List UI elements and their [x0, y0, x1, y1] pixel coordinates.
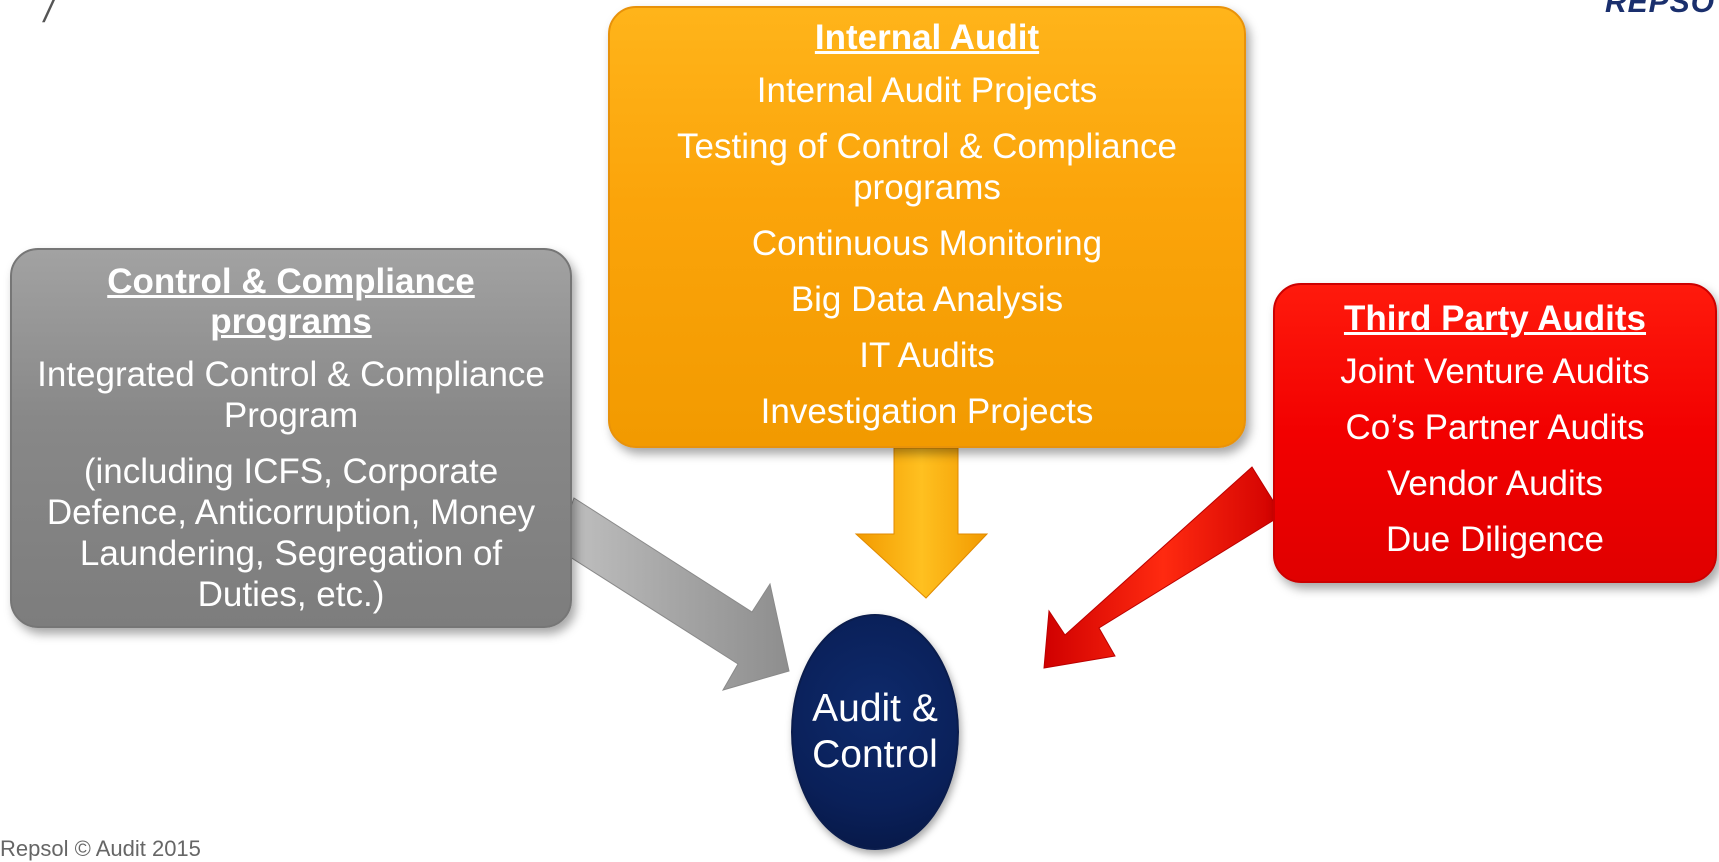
slide-slash-mark: / [44, 0, 54, 30]
third-party-item-joint-venture: Joint Venture Audits [1340, 352, 1650, 391]
internal-audit-title: Internal Audit [814, 18, 1040, 57]
repsol-logo: REPSO [1605, 0, 1716, 19]
internal-audit-item-testing: Testing of Control & Compliance programs [677, 127, 1177, 207]
internal-audit-item-monitoring: Continuous Monitoring [751, 224, 1103, 263]
grey-arrow [555, 497, 790, 691]
third-party-audits-box: Third Party Audits Joint Venture Audits … [1273, 283, 1717, 583]
footer-copyright: Repsol © Audit 2015 [0, 836, 201, 861]
internal-audit-item-it-audits: IT Audits [859, 336, 995, 375]
third-party-item-partner: Co’s Partner Audits [1345, 408, 1645, 447]
control-compliance-box: Control & Compliance programs Integrated… [10, 248, 572, 628]
control-item-including-note: (including ICFS, Corporate Defence, Anti… [46, 452, 536, 614]
audit-control-circle: Audit & Control [791, 614, 959, 850]
audit-control-label: Audit & Control [812, 687, 938, 776]
third-party-item-vendor: Vendor Audits [1387, 464, 1603, 503]
internal-audit-item-investigation: Investigation Projects [760, 392, 1094, 431]
control-item-integrated-program: Integrated Control & Compliance Program [37, 355, 545, 435]
red-arrow [1043, 466, 1283, 669]
control-compliance-title: Control & Compliance programs [107, 262, 475, 341]
third-party-title: Third Party Audits [1343, 299, 1647, 338]
internal-audit-box: Internal Audit Internal Audit Projects T… [608, 6, 1246, 448]
third-party-item-due-diligence: Due Diligence [1386, 520, 1604, 559]
internal-audit-item-big-data: Big Data Analysis [790, 280, 1064, 319]
internal-audit-item-projects: Internal Audit Projects [756, 71, 1098, 110]
orange-arrow [854, 447, 989, 599]
